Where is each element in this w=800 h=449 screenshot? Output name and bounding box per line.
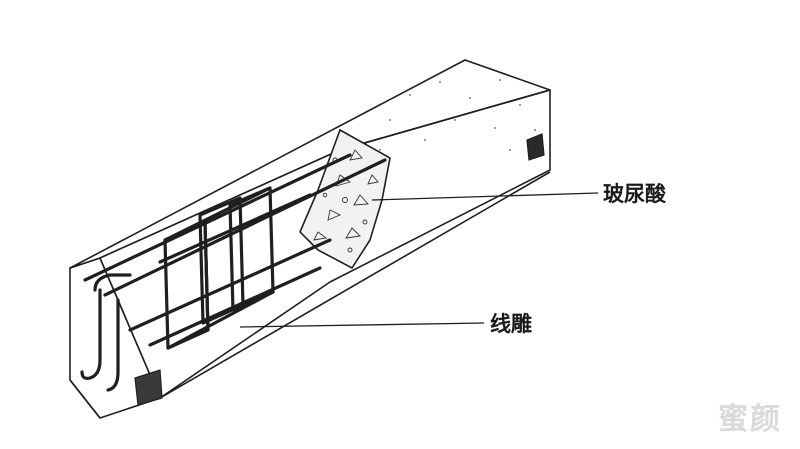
callout-label-hyaluronic-acid: 玻尿酸 xyxy=(603,182,666,206)
leader-lines xyxy=(239,192,599,328)
watermark-text: 蜜颜 xyxy=(718,402,782,437)
anchor-plates xyxy=(134,133,545,406)
rebar-cage xyxy=(80,153,387,392)
callout-label-thread-carving: 线雕 xyxy=(490,312,532,336)
surface-speckles xyxy=(379,79,536,151)
filler-cutaway xyxy=(299,128,391,270)
